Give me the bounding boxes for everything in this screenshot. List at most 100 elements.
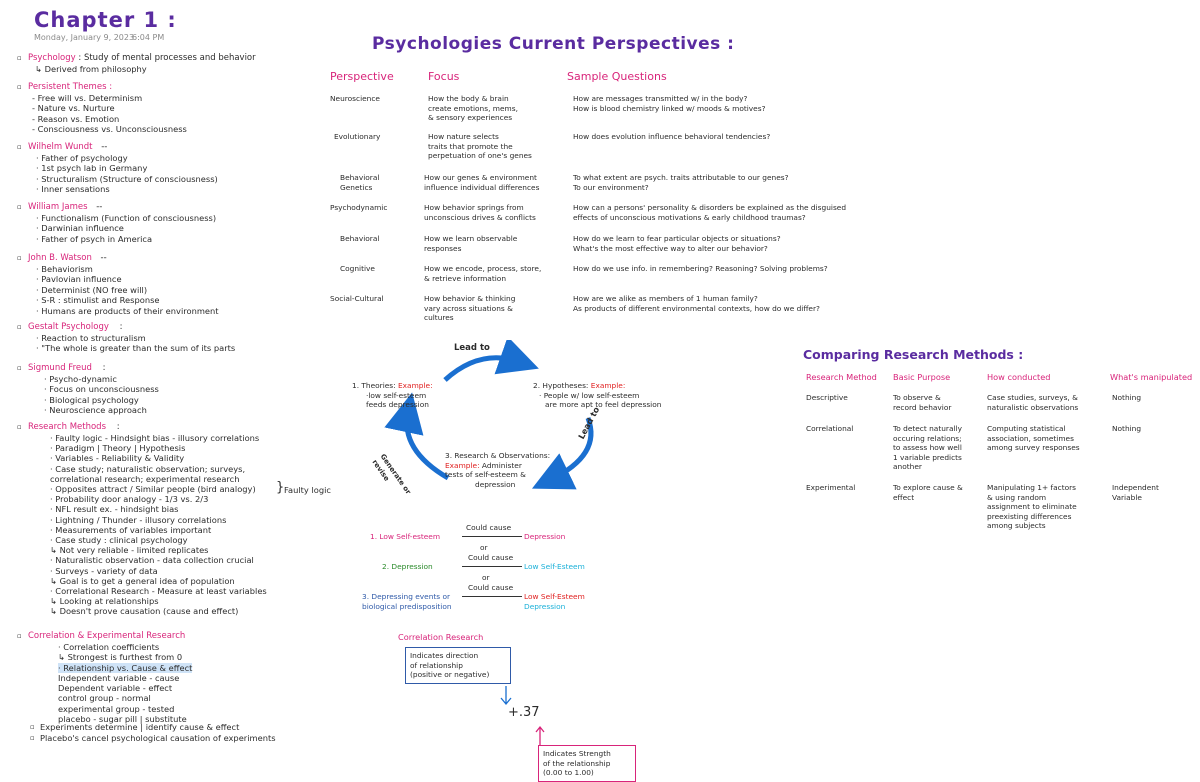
research-list: · Faulty logic - Hindsight bias - illuso… [50,433,267,617]
bullet-icon: ▫ [30,734,35,742]
cell-text: 3. Depressing events or [362,592,451,601]
faulty-logic-label: Faulty logic [284,485,331,495]
themes-head: Persistent Themes : [28,82,113,92]
cell-text: How behavior & thinking [424,294,516,303]
cell-text: To observe & [893,393,941,402]
cell-text: unconscious drives & conflicts [424,212,536,222]
perspective-cell: Neuroscience [330,94,380,104]
list-item: · Probability door analogy - 1/3 vs. 2/3 [50,494,209,505]
conducted-cell: Case studies, surveys, & naturalistic ob… [987,393,1078,412]
psychology-section: Psychology : Study of mental processes a… [28,53,256,64]
list-item: · Correlational Research - Measure at le… [50,586,267,597]
list-item: · Surveys - variety of data [50,565,158,576]
cause-right-1: Depression [524,532,566,541]
bullet-icon: ▫ [17,323,22,331]
list-item: · Father of psych in America [36,233,153,244]
cell-text: record behavior [893,402,952,412]
list-item: · Neuroscience approach [44,405,147,416]
cell-text: cultures [424,313,454,323]
question-cell: How are we alike as members of 1 human f… [573,294,820,313]
cell-text: traits that promote the [428,141,513,151]
cell-text: Experimental [806,483,856,492]
cell-text: Computing statistical [987,424,1066,433]
list-item: experimental group - tested [58,703,175,714]
bullet-icon: ▫ [17,54,22,62]
cell-text: 1 variable predicts [893,452,962,462]
strength-box: Indicates Strength of the relationship (… [538,745,636,782]
cell-text: association, sometimes [987,433,1074,443]
psychology-head: Psychology [28,53,76,63]
list-item: - Nature vs. Nurture [32,103,115,114]
cell-text: Nothing [1112,393,1142,402]
perspective-cell: Psychodynamic [330,203,387,213]
page-title: Chapter 1 : [34,8,177,32]
example-label: Example: [398,381,433,390]
question-cell: How do we learn to fear particular objec… [573,234,781,253]
list-item: placebo - sugar pill | substitute [58,714,187,725]
james-list: · Functionalism (Function of consciousne… [36,213,216,244]
correlation-title: Correlation Research [398,632,484,642]
perspective-header: Perspective [330,70,394,83]
gestalt-list: · Reaction to structuralism · "The whole… [36,333,235,354]
cell-text: Variable [1112,492,1142,502]
freud-head: Sigmund Freud [28,363,92,373]
hypotheses-block: 2. Hypotheses: Example: · People w/ low … [533,381,661,410]
list-item: ↳ Not very reliable - limited replicates [50,545,209,556]
example-label: Example: [590,381,626,390]
list-item: - Reason vs. Emotion [32,113,120,124]
cell-text: How does evolution influence behavioral … [573,132,771,141]
focus-cell: How we encode, process, store, & retriev… [424,264,541,283]
purpose-cell: To explore cause & effect [893,483,963,502]
list-item: · Functionalism (Function of consciousne… [36,213,217,223]
hypotheses-label: 2. Hypotheses: [533,381,589,390]
cell-text: To our environment? [573,182,649,192]
research-section: Research Methods : [28,422,120,433]
cell-text: of relationship [410,660,463,670]
psychology-def: : Study of mental processes and behavior [78,53,256,63]
manipulated-cell: Nothing [1112,393,1141,403]
watson-list: · Behaviorism · Pavlovian influence · De… [36,264,219,316]
corr-exp-bullet-2: Placebo's cancel psychological causation… [40,733,276,743]
cell-text: Manipulating 1+ factors [987,483,1077,492]
perspective-cell: Behavioral [340,234,379,244]
cell-text: What's the most effective way to alter o… [573,243,768,253]
cell-text: To what extent are psych. traits attribu… [573,173,789,182]
cell-text: How do we use info. in remembering? Reas… [573,264,828,273]
cell-text: Cognitive [340,264,375,273]
manipulated-cell: Nothing [1112,424,1141,434]
or-label: or [482,573,490,582]
cause-right-3: Low Self-Esteem Depression [524,592,585,611]
cell-text: Evolutionary [334,132,381,141]
note-time: 6:04 PM [132,33,165,42]
freud-list: · Psycho-dynamic · Focus on unconsciousn… [44,374,159,416]
could-cause-label: Could cause [468,583,514,592]
psychology-sub: ↳ Derived from philosophy [35,64,147,74]
cell-text: (0.00 to 1.00) [543,768,594,778]
lead-to-top: Lead to [454,343,490,353]
theories-label: 1. Theories: [352,381,396,390]
research-block: 3. Research & Observations: Example: Adm… [445,451,550,489]
arrow-line [462,566,522,567]
cell-text: preexisting differences [987,511,1072,521]
list-item: ↳ Looking at relationships [50,596,159,607]
list-item: · Faulty logic - Hindsight bias - illuso… [50,433,260,443]
theories-block: 1. Theories: Example: ·low self-esteem f… [352,381,433,410]
perspective-cell: Social-Cultural [330,294,384,304]
arrow-line [462,596,522,597]
list-item: · NFL result ex. - hindsight bias [50,504,179,515]
list-item: · Lightning / Thunder - illusory correla… [50,514,227,525]
cell-text: of the relationship [543,758,611,768]
method-cell: Descriptive [806,393,848,403]
list-item: · Structuralism (Structure of consciousn… [36,173,218,184]
bullet-icon: ▫ [17,203,22,211]
cell-text: ·low self-esteem [366,390,427,400]
cell-text: naturalistic observations [987,402,1079,412]
gestalt-colon: : [119,322,123,332]
list-item: - Consciousness vs. Unconsciousness [32,124,187,135]
cell-text: occuring relations; [893,433,962,443]
direction-box: Indicates direction of relationship (pos… [405,647,511,684]
cell-text: How we learn observable [424,234,518,243]
list-item: · "The whole is greater than the sum of … [36,343,236,354]
list-item: · Darwinian influence [36,223,124,234]
question-cell: How do we use info. in remembering? Reas… [573,264,828,274]
